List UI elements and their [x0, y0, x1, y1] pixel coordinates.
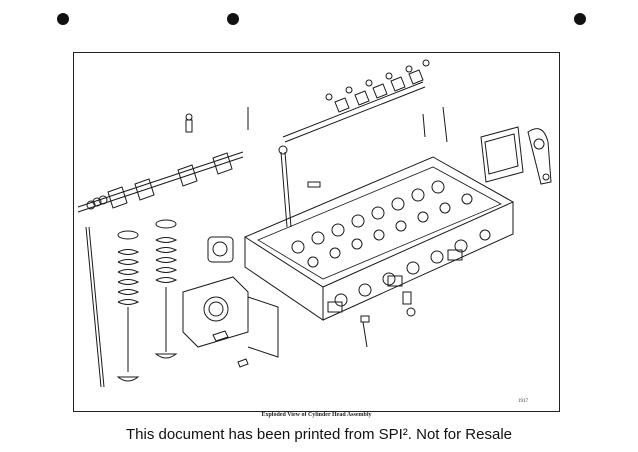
rocker-arms-left	[77, 107, 249, 213]
thermostat-housing	[182, 236, 279, 358]
gaskets-and-plates	[480, 126, 552, 185]
figure-frame	[73, 52, 560, 412]
punch-hole-center	[227, 13, 239, 25]
studs-and-bolts	[212, 106, 448, 368]
punch-hole-right	[574, 13, 586, 25]
figure-number: 1917	[518, 399, 528, 404]
punch-hole-left	[57, 13, 69, 25]
valves-and-springs	[85, 219, 178, 388]
figure-caption: Exploded View of Cylinder Head Assembly	[261, 412, 372, 418]
cylinder-head-block	[243, 156, 515, 321]
cylinder-head-exploded-drawing	[77, 59, 552, 388]
footer-notice: This document has been printed from SPI²…	[125, 426, 512, 443]
rocker-shaft-assembly	[282, 59, 430, 143]
